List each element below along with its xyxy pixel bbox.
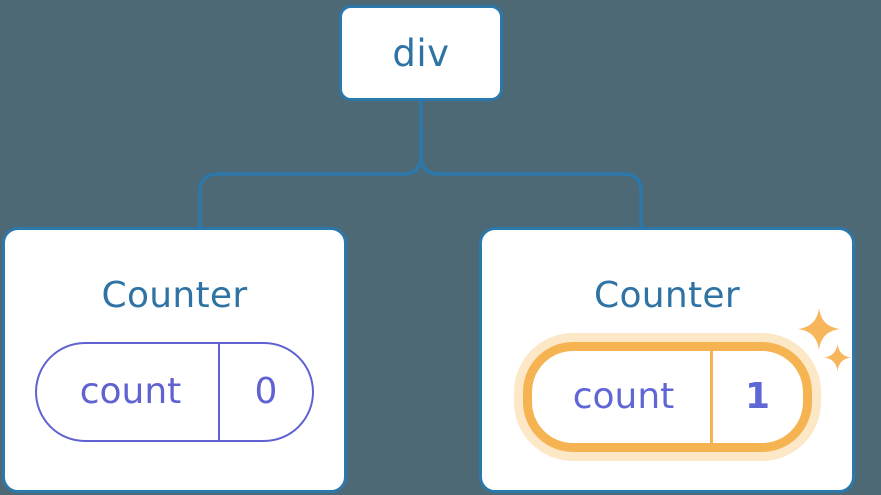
component-title: Counter (101, 275, 248, 316)
connector-left-branch (198, 127, 423, 229)
state-pill-wrapper: count 0 (35, 342, 314, 442)
state-pill-highlighted[interactable]: count 1 (522, 342, 812, 452)
state-key: count (79, 371, 182, 412)
state-key: count (572, 376, 675, 417)
sparkle-large-icon (797, 308, 840, 350)
state-pill[interactable]: count 0 (35, 342, 314, 442)
node-div-label: div (392, 31, 450, 75)
sparkle-small-icon (823, 344, 851, 371)
node-div[interactable]: div (339, 5, 503, 101)
node-counter-left[interactable]: Counter count 0 (2, 227, 347, 493)
component-title: Counter (594, 275, 740, 316)
connector-right-branch (419, 127, 643, 229)
state-value: 1 (709, 351, 803, 443)
node-counter-right[interactable]: Counter count 1 (479, 227, 855, 493)
state-value: 0 (218, 344, 312, 440)
state-pill-wrapper: count 1 (522, 308, 851, 452)
